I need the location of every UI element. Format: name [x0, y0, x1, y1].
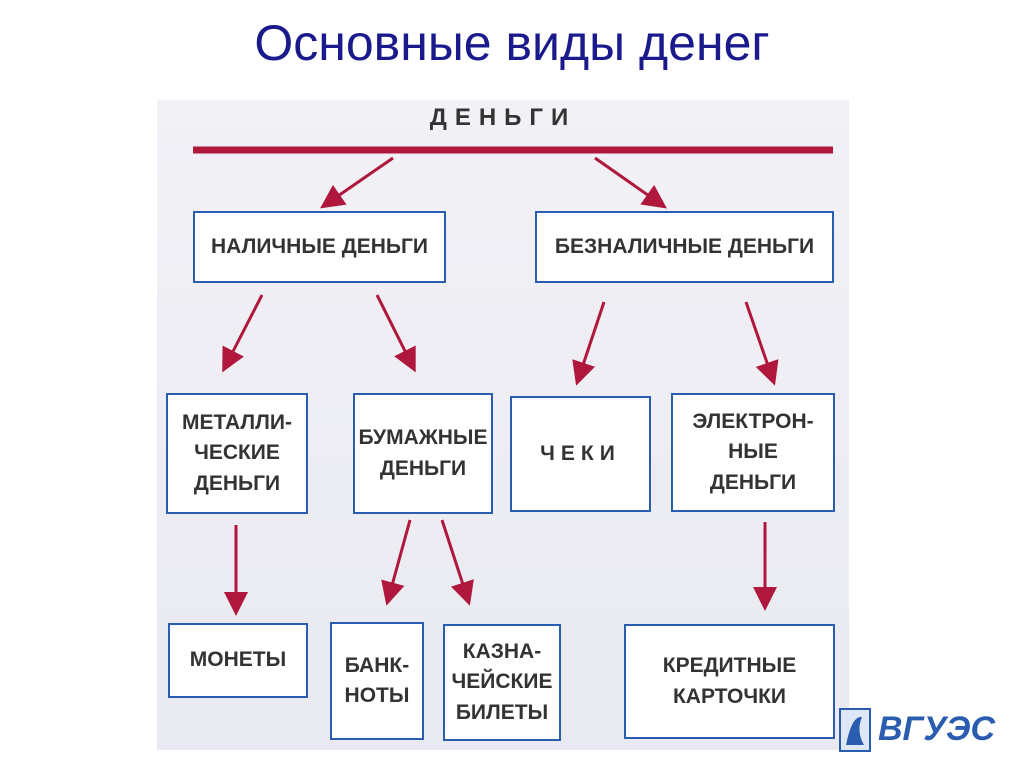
- banknotes-box: БАНК- НОТЫ: [330, 622, 424, 740]
- root-label: ДЕНЬГИ: [429, 104, 577, 131]
- arrow-cash-paper: [375, 294, 416, 373]
- arrow-root-noncash: [594, 156, 667, 209]
- treasury-notes-box: КАЗНА- ЧЕЙСКИЕ БИЛЕТЫ: [443, 624, 561, 741]
- checks-box: ЧЕКИ: [510, 396, 651, 512]
- metal-money-box: МЕТАЛЛИ- ЧЕСКИЕ ДЕНЬГИ: [166, 393, 308, 514]
- logo-text: ВГУЭС: [878, 710, 995, 748]
- coins-box: МОНЕТЫ: [168, 623, 308, 698]
- arrow-paper-treasury: [440, 519, 474, 606]
- university-logo-icon: [839, 708, 871, 752]
- credit-cards-box: КРЕДИТНЫЕ КАРТОЧКИ: [624, 624, 835, 739]
- arrow-cash-metal: [222, 294, 264, 373]
- paper-money-box: БУМАЖНЫЕ ДЕНЬГИ: [353, 393, 493, 514]
- cash-money-box: НАЛИЧНЫЕ ДЕНЬГИ: [193, 211, 446, 283]
- electronic-money-box: ЭЛЕКТРОН- НЫЕ ДЕНЬГИ: [671, 393, 835, 512]
- arrow-noncash-checks: [572, 301, 606, 386]
- page-title: Основные виды денег: [254, 15, 770, 71]
- arrow-noncash-electronic: [744, 301, 779, 386]
- arrow-paper-banknotes: [381, 519, 412, 606]
- arrow-root-cash: [320, 156, 394, 209]
- noncash-money-box: БЕЗНАЛИЧНЫЕ ДЕНЬГИ: [535, 211, 834, 283]
